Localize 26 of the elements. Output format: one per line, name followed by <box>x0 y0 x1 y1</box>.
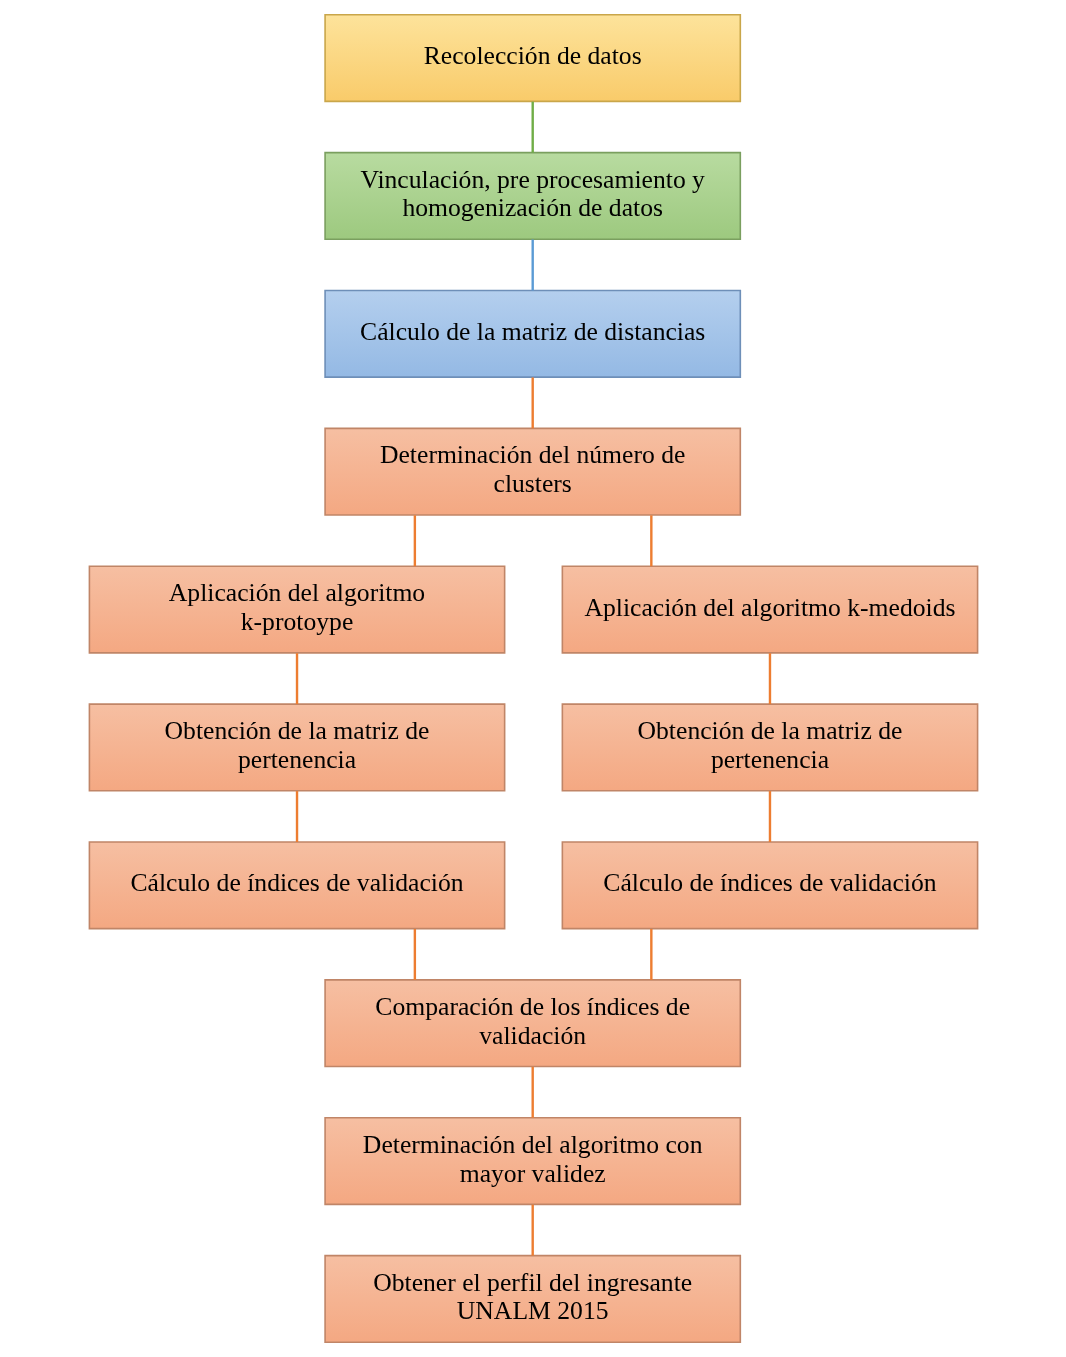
connector <box>768 653 771 705</box>
node-box: Vinculación, pre procesamiento y homogenización de datos <box>323 151 741 240</box>
connector <box>413 515 416 567</box>
node-box: Comparación de los índices de validación <box>323 979 741 1068</box>
node-box: Recolección de datos <box>323 13 741 103</box>
connector <box>413 928 416 980</box>
connector <box>531 377 534 429</box>
node-box: Obtención de la matriz de pertenencia <box>561 703 978 792</box>
node-box: Obtención de la matriz de pertenencia <box>88 703 505 792</box>
node-box: Obtener el perfil del ingresante UNALM 2015 <box>323 1254 741 1344</box>
connector <box>649 515 653 567</box>
connector <box>531 1066 534 1118</box>
node-box: Cálculo de índices de validación <box>88 841 505 930</box>
connector <box>295 791 298 842</box>
node-box: Aplicación del algoritmo k-medoids <box>561 565 978 654</box>
connector <box>295 653 298 705</box>
connector <box>531 101 534 153</box>
node-box: Aplicación del algoritmo k-protoype <box>88 565 505 654</box>
node-box: Determinación del algoritmo con mayor validez <box>323 1117 741 1206</box>
node-box: Cálculo de índices de validación <box>561 841 978 930</box>
connector <box>649 928 653 980</box>
connector <box>768 791 771 842</box>
connector <box>531 1204 534 1256</box>
node-box: Determinación del número de clusters <box>323 427 741 516</box>
connector <box>531 239 534 291</box>
node-box: Cálculo de la matriz de distancias <box>323 289 741 378</box>
